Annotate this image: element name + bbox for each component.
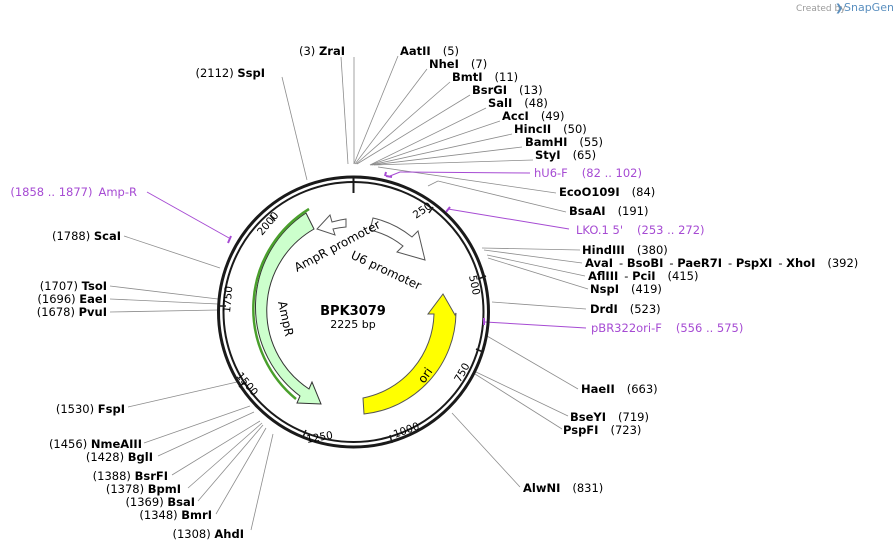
site-bsai[interactable]: (1369) BsaI — [125, 495, 195, 509]
site-nmeaiii[interactable]: (1456) NmeAIII — [49, 437, 142, 451]
site-scai[interactable]: (1788) ScaI — [52, 229, 121, 243]
ampr-promoter-arrow — [316, 214, 347, 236]
site-bmri[interactable]: (1348) BmrI — [139, 508, 212, 522]
leader-lines — [109, 55, 589, 531]
plasmid-length: 2225 bp — [330, 318, 375, 331]
site-eaei[interactable]: (1696) EaeI — [37, 292, 107, 306]
site-bsrfi[interactable]: (1388) BsrFI — [93, 469, 168, 483]
ori-feature-arrow — [362, 293, 457, 415]
primer-lko[interactable]: LKO.1 5'(253 .. 272) — [576, 223, 705, 237]
site-nhei[interactable]: NheI(7) — [429, 57, 487, 71]
site-sali[interactable]: SalI(48) — [488, 96, 548, 110]
primer-pbr322ori-f[interactable]: pBR322ori-F(556 .. 575) — [591, 321, 743, 335]
site-drdi[interactable]: DrdI(523) — [590, 302, 661, 316]
site-alwni[interactable]: AlwNI(831) — [523, 481, 603, 495]
snapgene-brand: SnapGene — [844, 1, 893, 14]
snapgene-logo-icon: ❯ — [835, 3, 843, 14]
site-bgli[interactable]: (1428) BglI — [86, 450, 153, 464]
site-bmti[interactable]: BmtI(11) — [452, 70, 518, 84]
site-styi[interactable]: StyI(65) — [535, 148, 596, 162]
site-nspi[interactable]: NspI(419) — [590, 282, 662, 296]
site-ecoo109i[interactable]: EcoO109I(84) — [559, 185, 655, 199]
primer-leader-lines — [146, 171, 587, 329]
site-xhoi-group[interactable]: AvaI- BsoBI- PaeR7I- PspXI- XhoI(392) — [585, 256, 858, 270]
plasmid-name: BPK3079 — [320, 304, 386, 319]
site-zrai[interactable]: (3) ZraI — [299, 44, 345, 58]
site-tsoi[interactable]: (1707) TsoI — [40, 279, 107, 293]
site-hindiii[interactable]: HindIII(380) — [582, 243, 668, 257]
site-pspfi[interactable]: PspFI(723) — [563, 423, 641, 437]
site-bsrgi[interactable]: BsrGI(13) — [472, 83, 543, 97]
tick-label-500: 500 — [466, 274, 482, 296]
site-acci[interactable]: AccI(49) — [502, 109, 564, 123]
site-haeii[interactable]: HaeII(663) — [581, 382, 658, 396]
site-aatii[interactable]: AatII(5) — [400, 44, 459, 58]
primer-marks — [227, 171, 485, 325]
site-sspi[interactable]: (2112) SspI — [195, 66, 265, 80]
site-hincii[interactable]: HincII(50) — [514, 122, 587, 136]
site-ahdi[interactable]: (1308) AhdI — [172, 527, 244, 541]
site-bamhi[interactable]: BamHI(55) — [525, 135, 603, 149]
tick-label-1750: 1750 — [221, 286, 235, 314]
site-bpmi[interactable]: (1378) BpmI — [106, 482, 181, 496]
ampr-label: AmpR — [275, 300, 296, 338]
branding: Created by ❯ SnapGene — [796, 1, 893, 14]
tick-label-250: 250 — [411, 200, 434, 221]
site-bseyi[interactable]: BseYI(719) — [570, 410, 649, 424]
primer-hu6f[interactable]: hU6-F(82 .. 102) — [534, 166, 642, 180]
ampr-feature-arrow — [254, 212, 322, 405]
u6-promoter-arrow — [369, 217, 426, 261]
tick-marks — [218, 206, 487, 444]
site-pcii-group[interactable]: AflIII- PciI(415) — [588, 269, 698, 283]
site-fspi[interactable]: (1530) FspI — [56, 402, 125, 416]
site-pvui[interactable]: (1678) PvuI — [37, 305, 107, 319]
primer-labels: hU6-F(82 .. 102) LKO.1 5'(253 .. 272) pB… — [10, 166, 743, 335]
ampr-highlight-outline — [252, 207, 310, 400]
created-by-text: Created by — [796, 4, 846, 14]
primer-amp-r[interactable]: (1858 .. 1877)Amp-R — [10, 185, 137, 199]
tick-label-1250: 1250 — [305, 429, 333, 445]
site-bsaai[interactable]: BsaAI(191) — [569, 204, 649, 218]
site-labels: (3) ZraI AatII(5) NheI(7) BmtI(11) BsrGI… — [37, 44, 859, 541]
